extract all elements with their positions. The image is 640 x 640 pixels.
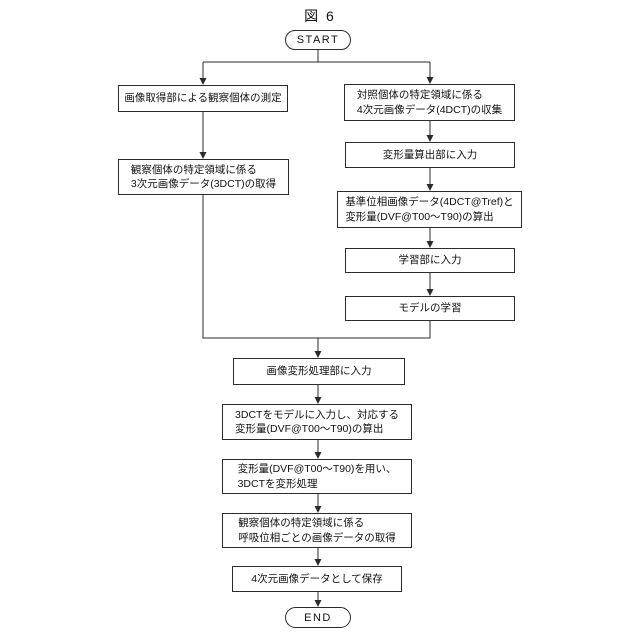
flow-node-measure-subject: 画像取得部による観察個体の測定 xyxy=(118,85,288,112)
flow-node-calc-reference-phase: 基準位相画像データ(4DCT@Tref)と 変形量(DVF@T00〜T90)の算… xyxy=(337,191,522,228)
figure-title: 図 6 xyxy=(304,8,336,24)
node-line: 基準位相画像データ(4DCT@Tref)と xyxy=(345,196,514,209)
node-line: 3DCTを変形処理 xyxy=(237,477,318,490)
flow-node-infer-dvf: 3DCTをモデルに入力し、対応する 変形量(DVF@T00〜T90)の算出 xyxy=(222,404,412,440)
node-line: 学習部に入力 xyxy=(398,254,462,267)
node-line: 変形量(DVF@T00〜T90)の算出 xyxy=(235,423,384,435)
node-line: 変形量(DVF@T00〜T90)を用い、 xyxy=(237,463,397,476)
node-line: 画像変形処理部に入力 xyxy=(266,365,372,378)
end-terminal: END xyxy=(285,607,351,628)
end-label: END xyxy=(304,611,332,624)
flow-node-save-4d: 4次元画像データとして保存 xyxy=(232,566,402,592)
flow-node-acquire-3dct: 観察個体の特定領域に係る 3次元画像データ(3DCT)の取得 xyxy=(118,159,289,195)
node-line: モデルの学習 xyxy=(398,302,462,315)
node-line: 3DCTをモデルに入力し、対応する xyxy=(235,408,399,421)
flow-node-train-model: モデルの学習 xyxy=(345,296,515,321)
start-label: START xyxy=(296,34,340,46)
flow-node-acquire-phase-images: 観察個体の特定領域に係る 呼吸位相ごとの画像データの取得 xyxy=(222,513,412,548)
node-line: 呼吸位相ごとの画像データの取得 xyxy=(238,531,396,544)
node-line: 変形量算出部に入力 xyxy=(382,148,478,161)
node-line: 観察個体の特定領域に係る xyxy=(130,163,257,176)
node-line: 対照個体の特定領域に係る xyxy=(356,89,483,102)
flow-node-collect-4dct: 対照個体の特定領域に係る 4次元画像データ(4DCT)の収集 xyxy=(344,84,515,121)
flow-node-input-deformation-calc: 変形量算出部に入力 xyxy=(345,142,515,168)
node-line: 4次元画像データとして保存 xyxy=(251,572,383,585)
flow-node-deform-3dct: 変形量(DVF@T00〜T90)を用い、 3DCTを変形処理 xyxy=(222,459,412,494)
node-line: 変形量(DVF@T00〜T90)の算出 xyxy=(345,210,494,223)
node-line: 3次元画像データ(3DCT)の取得 xyxy=(130,178,277,190)
flow-node-input-image-deform: 画像変形処理部に入力 xyxy=(233,358,405,385)
flow-node-input-learning: 学習部に入力 xyxy=(345,248,515,273)
arrowheads xyxy=(199,77,434,607)
start-terminal: START xyxy=(285,30,351,50)
node-line: 観察個体の特定領域に係る xyxy=(238,517,365,530)
node-line: 4次元画像データ(4DCT)の収集 xyxy=(356,103,503,116)
node-line: 画像取得部による観察個体の測定 xyxy=(124,92,282,105)
